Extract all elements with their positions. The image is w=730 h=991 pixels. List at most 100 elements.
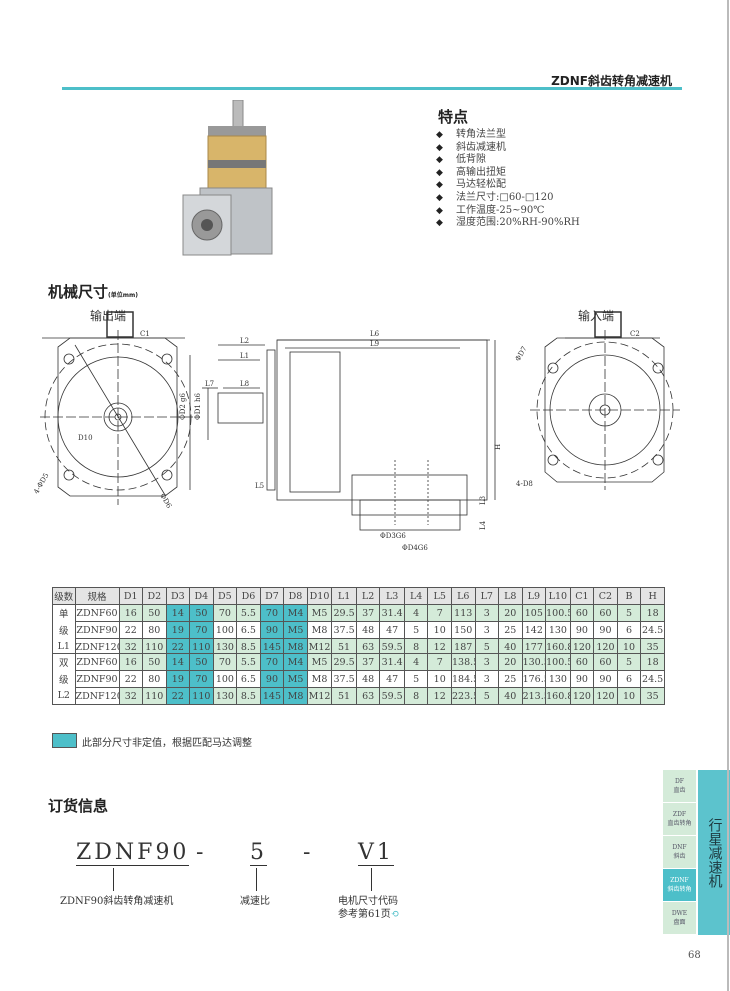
legend-swatch — [52, 733, 77, 748]
feature-item: ◆低背隙 — [436, 154, 580, 167]
feature-item: ◆马达轻松配 — [436, 179, 580, 192]
value-cell: 29.5 — [331, 604, 357, 622]
bullet-icon: ◆ — [436, 218, 443, 229]
column-header: L10 — [545, 587, 571, 605]
order-ratio-code: 5 — [250, 840, 267, 866]
value-cell: 6.5 — [236, 621, 261, 639]
side-tab-code: DNF — [672, 844, 687, 851]
value-cell: 59.5 — [379, 638, 405, 656]
value-cell: M12 — [306, 687, 333, 705]
model-cell: ZDNF60 — [74, 653, 120, 671]
value-cell: 51 — [331, 687, 357, 705]
column-header: D2 — [142, 587, 167, 605]
value-cell: 19 — [165, 670, 191, 688]
value-cell: 31.4 — [379, 604, 405, 622]
order-model-code: ZDNF90 — [76, 840, 190, 866]
label-l5: L5 — [255, 482, 264, 490]
leader-line — [256, 868, 257, 891]
value-cell: 47 — [379, 621, 405, 639]
value-cell: 138.5 — [450, 653, 476, 671]
side-tab-code: ZDNF — [670, 877, 689, 884]
stage-cell: L2 — [52, 687, 76, 705]
value-cell: 24.5 — [640, 670, 665, 688]
label-l2: L2 — [240, 337, 249, 345]
value-cell: 90 — [593, 670, 618, 688]
value-cell: 51 — [331, 638, 357, 656]
column-header: L3 — [379, 587, 405, 605]
order-motor-ref[interactable]: 参考第61页⟲ — [338, 905, 399, 920]
value-cell: 8.5 — [236, 687, 261, 705]
value-cell: 160.8 — [545, 638, 571, 656]
page-header-title: ZDNF斜齿转角减速机 — [551, 74, 672, 88]
feature-text: 工作温度-25~90℃ — [456, 204, 545, 216]
value-cell: 70 — [259, 653, 285, 671]
value-cell: 110 — [189, 687, 214, 705]
page-number: 68 — [688, 950, 701, 961]
bullet-icon: ◆ — [436, 192, 443, 203]
value-cell: 40 — [498, 638, 523, 656]
column-header: L1 — [331, 587, 357, 605]
feature-item: ◆湿度范围:20%RH-90%RH — [436, 217, 580, 230]
column-header: D7 — [259, 587, 285, 605]
arrow-icon: ⟲ — [390, 909, 400, 920]
column-header: D4 — [189, 587, 214, 605]
label-d8: 4-D8 — [516, 480, 533, 488]
page-edge-line — [727, 0, 729, 991]
value-cell: 22 — [118, 621, 144, 639]
product-photo — [182, 100, 273, 256]
value-cell: 100 — [212, 670, 238, 688]
bullet-icon: ◆ — [436, 167, 443, 178]
value-cell: 50 — [142, 653, 167, 671]
value-cell: 12 — [427, 638, 452, 656]
feature-text: 马达轻松配 — [456, 179, 506, 191]
value-cell: 105 — [521, 604, 547, 622]
value-cell: 176.5 — [521, 670, 547, 688]
value-cell: 113 — [450, 604, 476, 622]
column-header: L5 — [427, 587, 452, 605]
value-cell: 70 — [189, 621, 214, 639]
value-cell: 47 — [379, 670, 405, 688]
value-cell: 29.5 — [331, 653, 357, 671]
column-header: D5 — [212, 587, 238, 605]
value-cell: M4 — [283, 653, 308, 671]
side-tab-name: 斜齿转角 — [667, 886, 692, 893]
label-l3: L3 — [479, 496, 487, 505]
side-tab-zdnf[interactable]: ZDNF 斜齿转角 — [663, 869, 696, 901]
feature-text: 斜齿减速机 — [456, 141, 506, 153]
value-cell: 37 — [355, 653, 381, 671]
model-cell: ZDNF60 — [74, 604, 120, 622]
dimensions-unit: (单位mm) — [108, 292, 139, 299]
label-d3: ΦD3G6 — [380, 532, 406, 540]
value-cell: 50 — [189, 653, 214, 671]
feature-item: ◆高输出扭矩 — [436, 167, 580, 180]
side-tab-code: DWE — [671, 910, 688, 917]
column-header: D3 — [165, 587, 191, 605]
value-cell: 22 — [165, 638, 191, 656]
value-cell: 10 — [616, 638, 642, 656]
label-d6: ΦD6 — [158, 492, 173, 510]
side-category: 行星减速机 — [698, 770, 730, 935]
legend-text: 此部分尺寸非定值，根据匹配马达调整 — [82, 738, 252, 749]
column-header: L7 — [474, 587, 500, 605]
column-header: C2 — [593, 587, 618, 605]
value-cell: 120 — [593, 687, 618, 705]
model-cell: ZDNF120 — [74, 687, 120, 705]
value-cell: 5 — [616, 604, 642, 622]
label-d7: ΦD7 — [514, 345, 529, 363]
leader-line — [371, 868, 372, 891]
order-motor-code: V1 — [358, 840, 394, 866]
stage-cell: 级 — [52, 670, 76, 688]
features-title: 特点 — [438, 108, 469, 126]
value-cell: M5 — [306, 604, 333, 622]
value-cell: 8 — [403, 687, 429, 705]
value-cell: 8 — [403, 638, 429, 656]
value-cell: 14 — [165, 653, 191, 671]
